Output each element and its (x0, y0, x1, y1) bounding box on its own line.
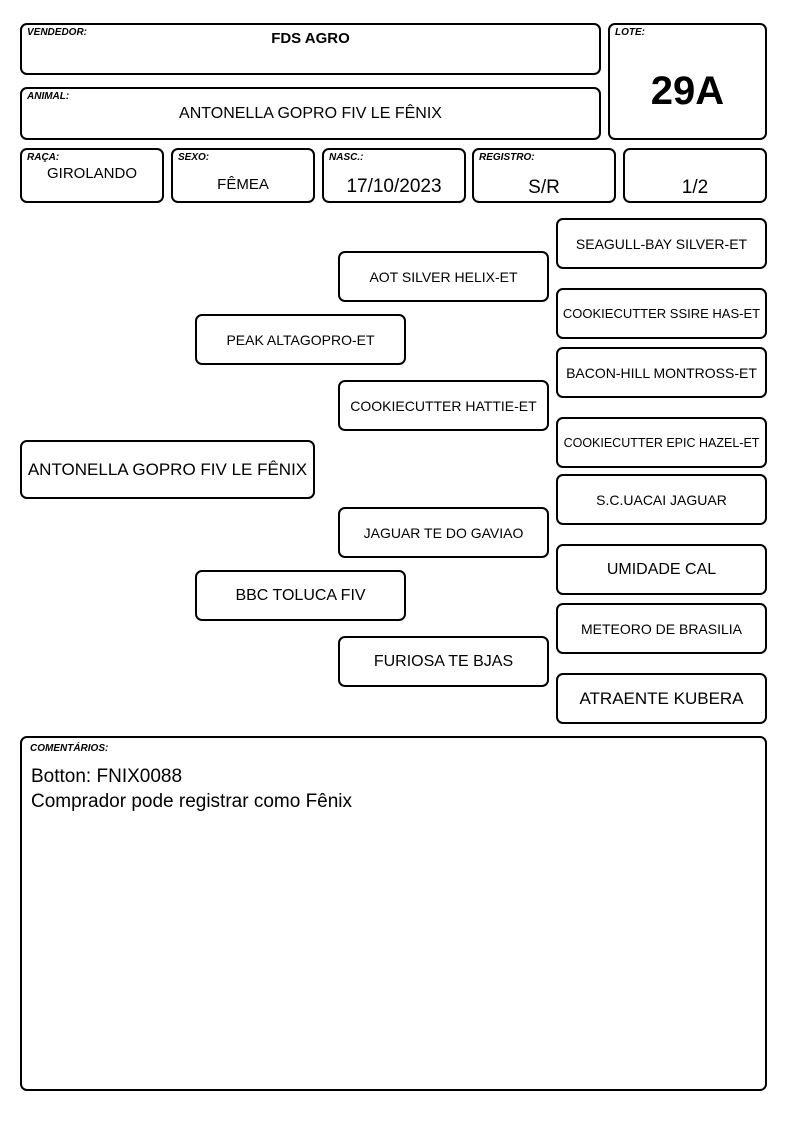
pedigree-sire-dam: COOKIECUTTER HATTIE-ET (338, 380, 549, 431)
registry-label: REGISTRO: (479, 152, 535, 163)
breed-box: RAÇA: GIROLANDO (20, 148, 164, 203)
pedigree-sire: PEAK ALTAGOPRO-ET (195, 314, 406, 365)
pedigree-animal: ANTONELLA GOPRO FIV LE FÊNIX (20, 440, 315, 499)
lot-value: 29A (650, 69, 725, 113)
lot-box: LOTE: 29A (608, 23, 767, 140)
breed-value: GIROLANDO (46, 165, 137, 182)
comments-text: Botton: FNIX0088 Comprador pode registra… (31, 766, 353, 812)
pedigree-ggp-3: BACON-HILL MONTROSS-ET (556, 347, 767, 398)
pedigree-ggp-7: METEORO DE BRASILIA (556, 603, 767, 654)
lot-label: LOTE: (615, 27, 645, 38)
sex-label: SEXO: (178, 152, 210, 163)
fraction-box: 1/2 (623, 148, 767, 203)
seller-value: FDS AGRO (271, 30, 350, 47)
pedigree-ggp-5: S.C.UACAI JAGUAR (556, 474, 767, 525)
pedigree-dam-dam: FURIOSA TE BJAS (338, 636, 549, 687)
birth-value: 17/10/2023 (346, 176, 442, 197)
fraction-value: 1/2 (681, 177, 709, 198)
pedigree-ggp-2: COOKIECUTTER SSIRE HAS-ET (556, 288, 767, 339)
animal-label: ANIMAL: (27, 91, 70, 102)
pedigree-dam-sire: JAGUAR TE DO GAVIAO (338, 507, 549, 558)
sex-box: SEXO: FÊMEA (171, 148, 315, 203)
sex-value: FÊMEA (217, 176, 269, 193)
animal-value: ANTONELLA GOPRO FIV LE FÊNIX (179, 105, 442, 122)
birth-box: NASC.: 17/10/2023 (322, 148, 466, 203)
comments-box: COMENTÁRIOS: Botton: FNIX0088 Comprador … (20, 736, 767, 1091)
pedigree-ggp-8: ATRAENTE KUBERA (556, 673, 767, 724)
pedigree-sire-sire: AOT SILVER HELIX-ET (338, 251, 549, 302)
seller-box: VENDEDOR: FDS AGRO (20, 23, 601, 75)
registry-value: S/R (528, 177, 560, 198)
seller-label: VENDEDOR: (27, 27, 88, 38)
pedigree-ggp-4: COOKIECUTTER EPIC HAZEL-ET (556, 417, 767, 468)
animal-box: ANIMAL: ANTONELLA GOPRO FIV LE FÊNIX (20, 87, 601, 140)
pedigree-ggp-1: SEAGULL-BAY SILVER-ET (556, 218, 767, 269)
registry-box: REGISTRO: S/R (472, 148, 616, 203)
birth-label: NASC.: (329, 152, 364, 163)
breed-label: RAÇA: (27, 152, 60, 163)
pedigree-ggp-6: UMIDADE CAL (556, 544, 767, 595)
pedigree-dam: BBC TOLUCA FIV (195, 570, 406, 621)
comments-label: COMENTÁRIOS: (30, 743, 109, 754)
